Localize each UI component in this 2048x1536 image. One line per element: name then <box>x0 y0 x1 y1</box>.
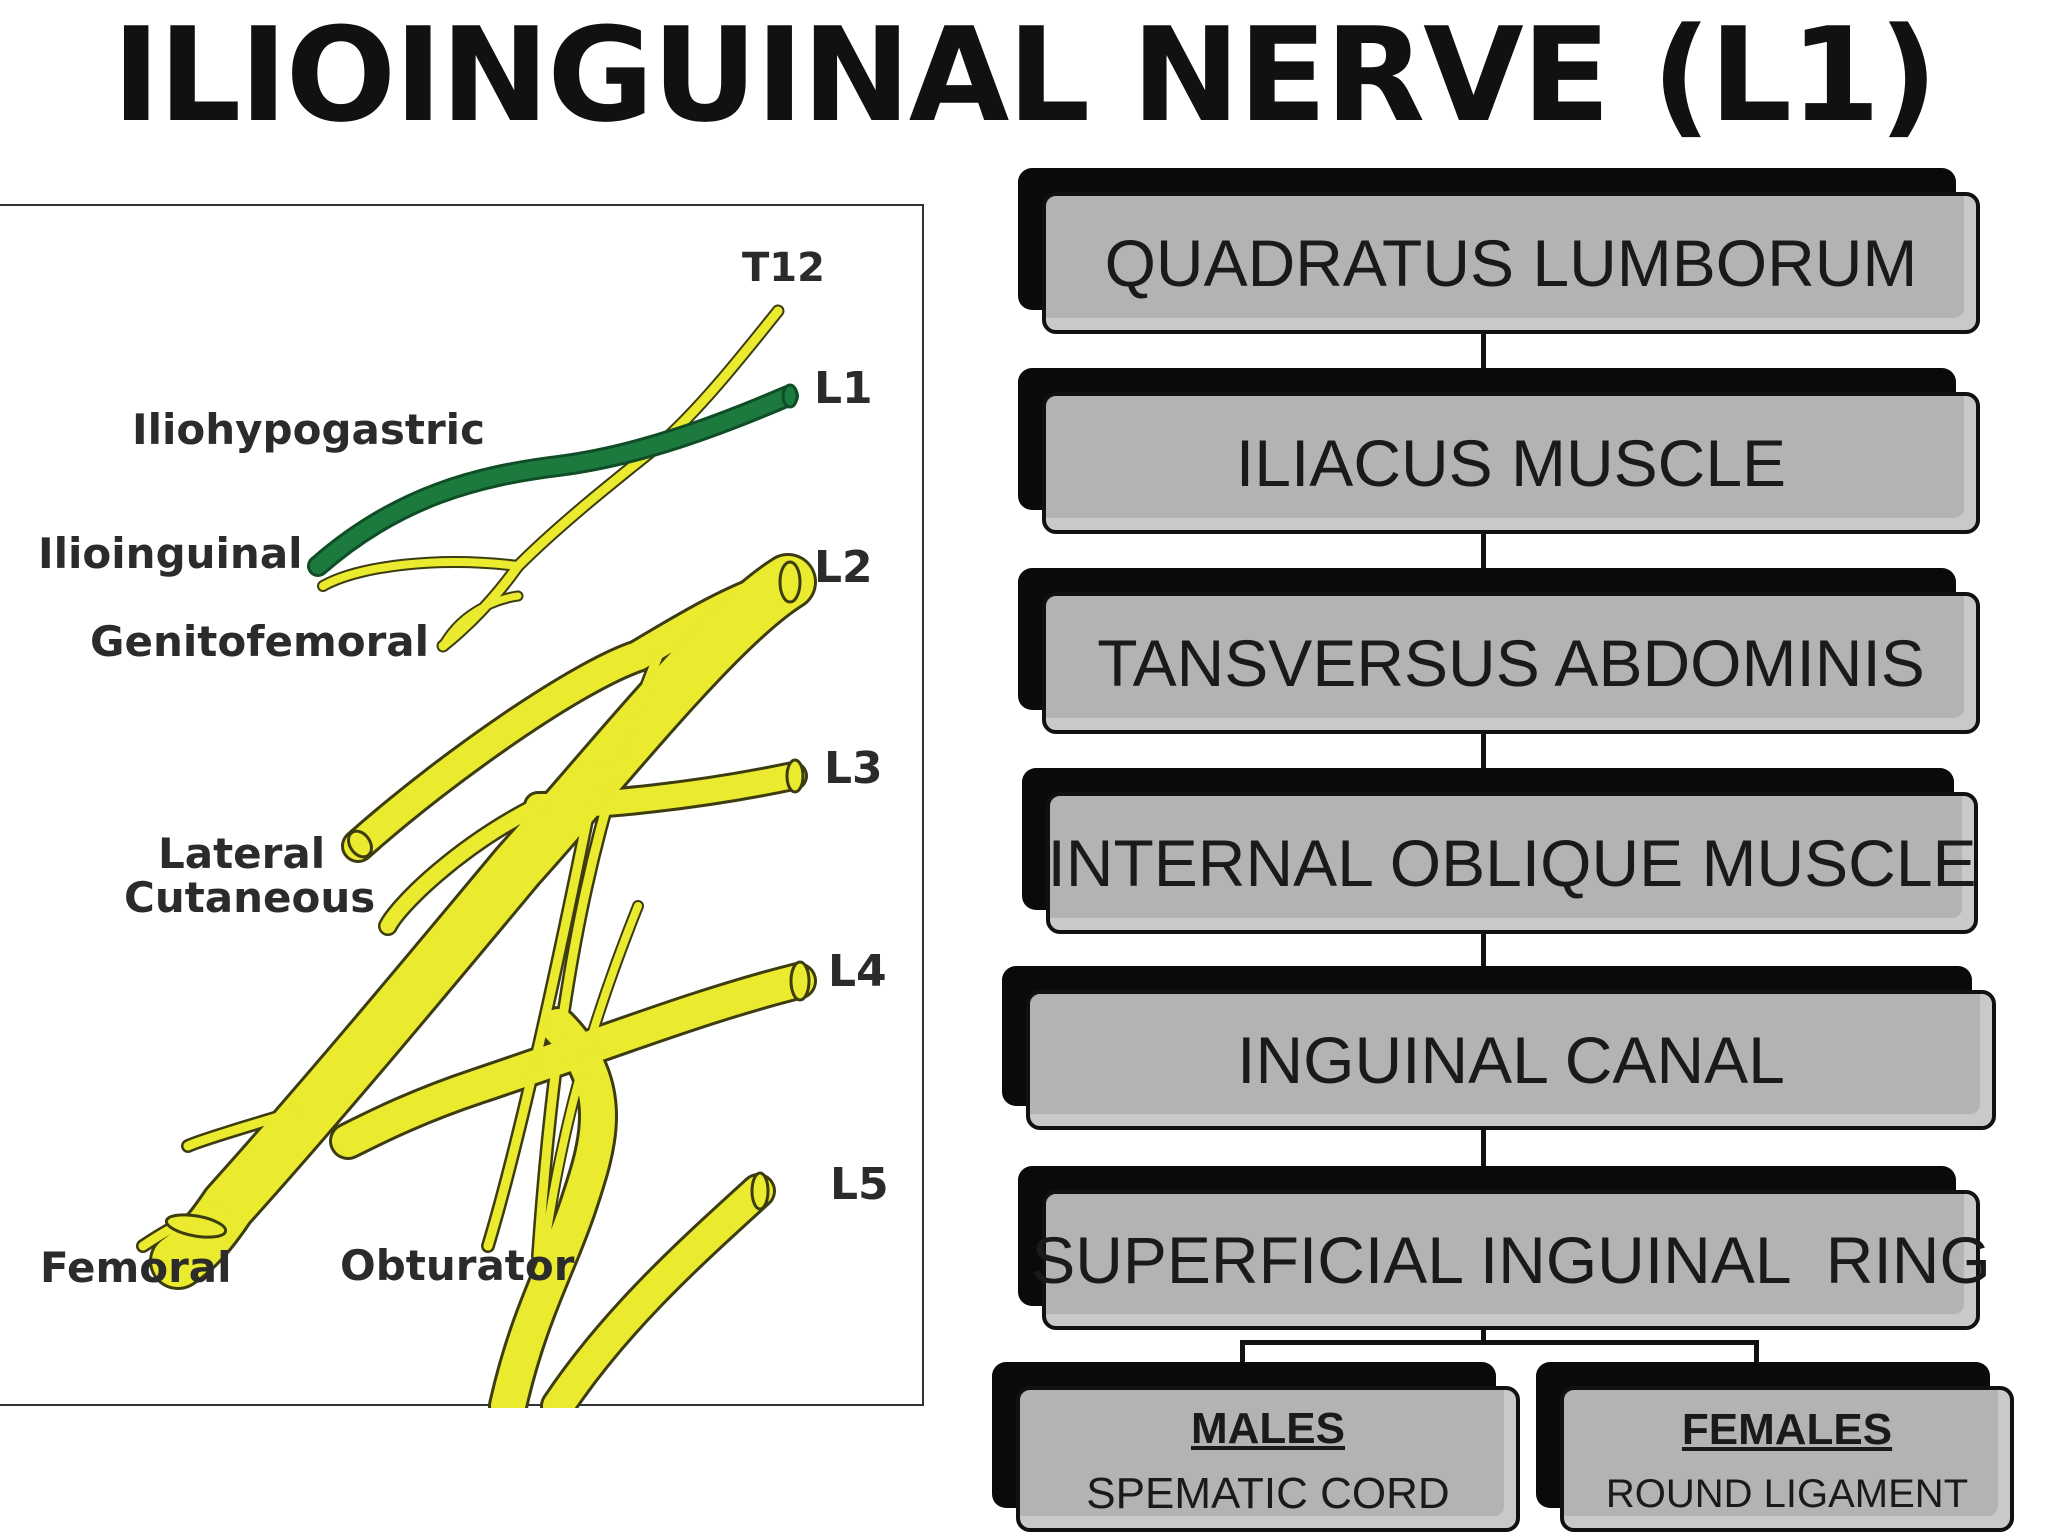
branch-text-round-ligament: ROUND LIGAMENT <box>1605 1472 1969 1517</box>
l4-descending <box>491 1009 615 1408</box>
flow-step-quadratus-lumborum: QUADRATUS LUMBORUM <box>1018 168 1980 334</box>
connector-line-2 <box>1481 528 1486 572</box>
l5-root-cap <box>750 1171 770 1211</box>
femoral-branch-a <box>183 1106 303 1151</box>
label-genitofemoral: Genitofemoral <box>90 617 429 666</box>
branch-heading-females: FEMALES <box>1681 1404 1893 1454</box>
l5-root <box>543 1176 773 1408</box>
flow-step-label: INTERNAL OBLIQUE MUSCLE <box>1046 792 1978 934</box>
label-obturator: Obturator <box>340 1241 575 1290</box>
label-iliohypogastric: Iliohypogastric <box>132 405 485 454</box>
branch-box-females: FEMALES ROUND LIGAMENT <box>1536 1362 2014 1532</box>
label-t12: T12 <box>742 245 825 291</box>
flow-step-transversus-abdominis: TANSVERSUS ABDOMINIS <box>1018 568 1980 734</box>
flow-step-label: ILIACUS MUSCLE <box>1042 392 1980 534</box>
l4-root <box>332 965 814 1157</box>
label-femoral: Femoral <box>40 1243 232 1292</box>
l3-root <box>526 764 805 818</box>
l4-root-cap <box>789 960 811 1002</box>
branch-text-spermatic-cord: SPEMATIC CORD <box>1086 1468 1450 1518</box>
branch-box-face: FEMALES ROUND LIGAMENT <box>1560 1386 2014 1532</box>
flow-step-superficial-inguinal-ring: SUPERFICIAL INGUINAL RING <box>1018 1166 1991 1330</box>
connector-line-6 <box>1481 1324 1486 1342</box>
label-l1: L1 <box>814 363 873 414</box>
l3-branch <box>380 798 546 934</box>
l3-root-cap <box>785 758 805 794</box>
l2-root-cap <box>778 560 802 604</box>
flow-step-internal-oblique-muscle: INTERNAL OBLIQUE MUSCLE <box>1022 768 1978 934</box>
l1-root-cap <box>781 383 799 409</box>
flow-step-iliacus-muscle: ILIACUS MUSCLE <box>1018 368 1980 534</box>
connector-line-3 <box>1481 728 1486 772</box>
iliohypogastric-nerve <box>319 558 522 590</box>
lateral-cutaneous-cut-end <box>347 829 373 859</box>
flow-step-label: QUADRATUS LUMBORUM <box>1042 192 1980 334</box>
page-title: ILIOINGUINAL NERVE (L1) <box>112 0 1938 151</box>
obturator-nerve-c <box>539 902 642 1260</box>
femoral-cut-end <box>164 1213 228 1239</box>
flow-step-inguinal-canal: INGUINAL CANAL <box>1002 966 1996 1130</box>
label-cutaneous: Cutaneous <box>124 873 375 922</box>
lumbar-plexus-drawing: T12 L1 L2 L3 L4 L5 Iliohypogastric Ilioi… <box>38 245 889 1408</box>
genitofemoral-loop <box>439 592 522 650</box>
flow-step-label: SUPERFICIAL INGUINAL RING <box>1031 1190 1991 1330</box>
branch-heading-males: MALES <box>1191 1403 1345 1453</box>
lumbar-plexus-illustration: T12 L1 L2 L3 L4 L5 Iliohypogastric Ilioi… <box>0 204 924 1408</box>
branch-connector-horizontal <box>1240 1340 1759 1345</box>
branch-box-males: MALES SPEMATIC CORD <box>992 1362 1520 1532</box>
label-ilioinguinal: Ilioinguinal <box>38 529 303 578</box>
branch-connector-left <box>1240 1340 1245 1362</box>
label-lateral: Lateral <box>158 829 325 878</box>
flow-step-label: TANSVERSUS ABDOMINIS <box>1042 592 1980 734</box>
connector-line-4 <box>1481 928 1486 972</box>
branch-connector-right <box>1754 1340 1759 1362</box>
flow-step-label: INGUINAL CANAL <box>1026 990 1996 1130</box>
connector-line-5 <box>1481 1128 1486 1172</box>
label-l2: L2 <box>814 542 873 593</box>
label-l4: L4 <box>828 946 887 997</box>
branch-box-face: MALES SPEMATIC CORD <box>1016 1386 1520 1532</box>
ilioinguinal-nerve <box>310 388 796 574</box>
obturator-nerve-b <box>483 761 603 1251</box>
obturator-nerve-a <box>533 651 663 1261</box>
connector-line-1 <box>1481 328 1486 372</box>
label-l3: L3 <box>824 743 883 794</box>
label-l5: L5 <box>830 1159 889 1210</box>
